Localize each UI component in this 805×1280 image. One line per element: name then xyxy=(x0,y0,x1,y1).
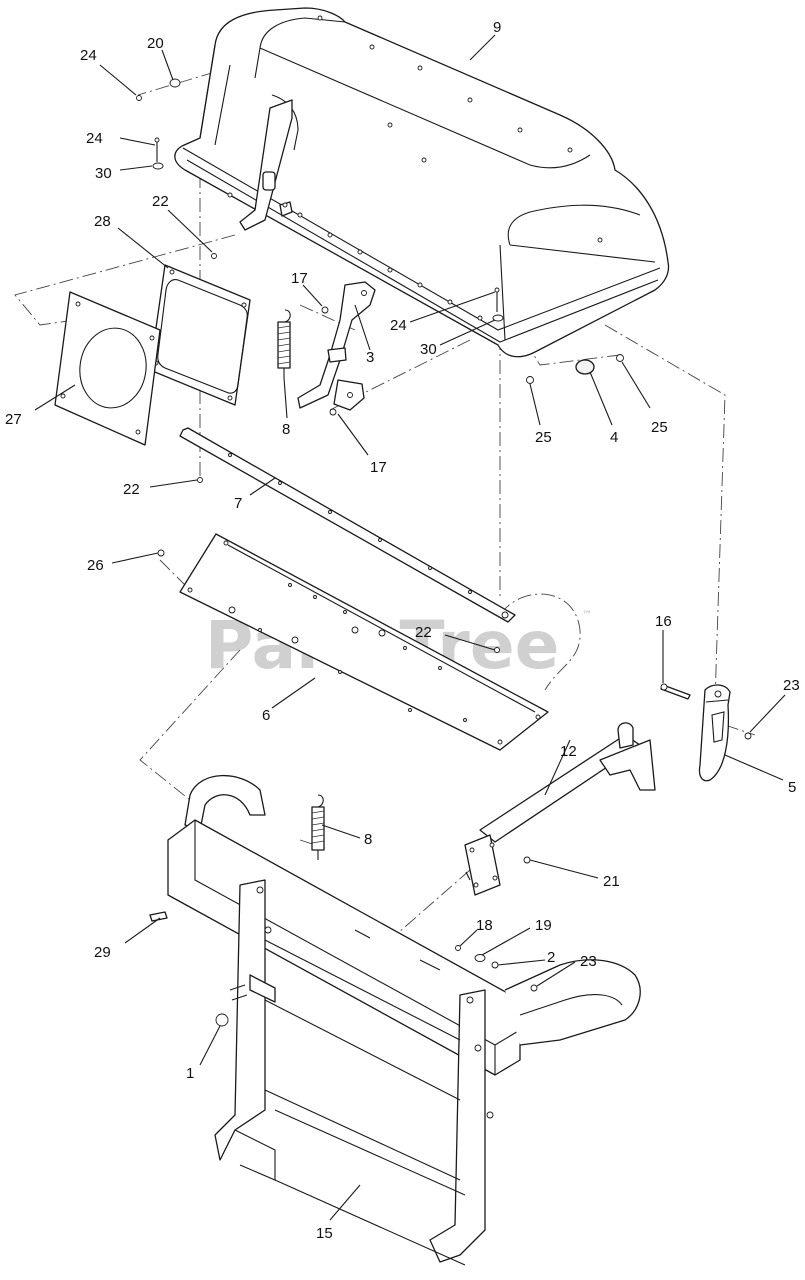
callout-7: 7 xyxy=(234,495,242,512)
callout-17: 17 xyxy=(370,459,387,476)
callout-1: 1 xyxy=(186,1065,194,1082)
callout-15: 15 xyxy=(316,1225,333,1242)
deflector-panel xyxy=(157,533,549,751)
callout-19: 19 xyxy=(535,917,552,934)
callout-30: 30 xyxy=(95,165,112,182)
leader-lines xyxy=(34,34,786,1221)
callout-9: 9 xyxy=(493,19,501,36)
callout-18: 18 xyxy=(476,917,493,934)
callout-12: 12 xyxy=(560,743,577,760)
callout-21: 21 xyxy=(603,873,620,890)
callout-20: 20 xyxy=(147,35,164,52)
callout-25: 25 xyxy=(651,419,668,436)
callout-24: 24 xyxy=(86,130,103,147)
callout-23: 23 xyxy=(580,953,597,970)
callout-17: 17 xyxy=(291,270,308,287)
bracket-arm xyxy=(297,281,376,411)
blower-plate xyxy=(54,291,161,446)
support-arm xyxy=(464,722,656,896)
bezel-gasket xyxy=(149,264,251,406)
extension-spring-lower xyxy=(311,794,325,860)
callout-29: 29 xyxy=(94,944,111,961)
callout-22: 22 xyxy=(415,624,432,641)
fasteners-upper xyxy=(136,78,624,483)
callout-24: 24 xyxy=(80,47,97,64)
callout-labels: 24 20 9 24 30 22 28 17 24 3 30 27 8 17 2… xyxy=(5,19,800,1242)
callout-5: 5 xyxy=(788,779,796,796)
callout-25: 25 xyxy=(535,429,552,446)
mounting-frame xyxy=(149,774,641,1266)
mounting-strip xyxy=(179,427,516,623)
callout-4: 4 xyxy=(610,429,618,446)
callout-26: 26 xyxy=(87,557,104,574)
callout-3: 3 xyxy=(366,349,374,366)
callout-2: 2 xyxy=(547,949,555,966)
callout-22: 22 xyxy=(123,481,140,498)
callout-6: 6 xyxy=(262,707,270,724)
callout-22: 22 xyxy=(152,193,169,210)
extension-spring-upper xyxy=(277,309,291,378)
callout-16: 16 xyxy=(655,613,672,630)
callout-24: 24 xyxy=(390,317,407,334)
watermark-trademark: ™ xyxy=(582,610,592,621)
callout-8: 8 xyxy=(364,831,372,848)
callout-27: 27 xyxy=(5,411,22,428)
callout-8: 8 xyxy=(282,421,290,438)
callout-23: 23 xyxy=(783,677,800,694)
callout-30: 30 xyxy=(420,341,437,358)
callout-28: 28 xyxy=(94,213,111,230)
latch-assembly xyxy=(660,683,752,782)
hood-cover xyxy=(174,7,670,358)
